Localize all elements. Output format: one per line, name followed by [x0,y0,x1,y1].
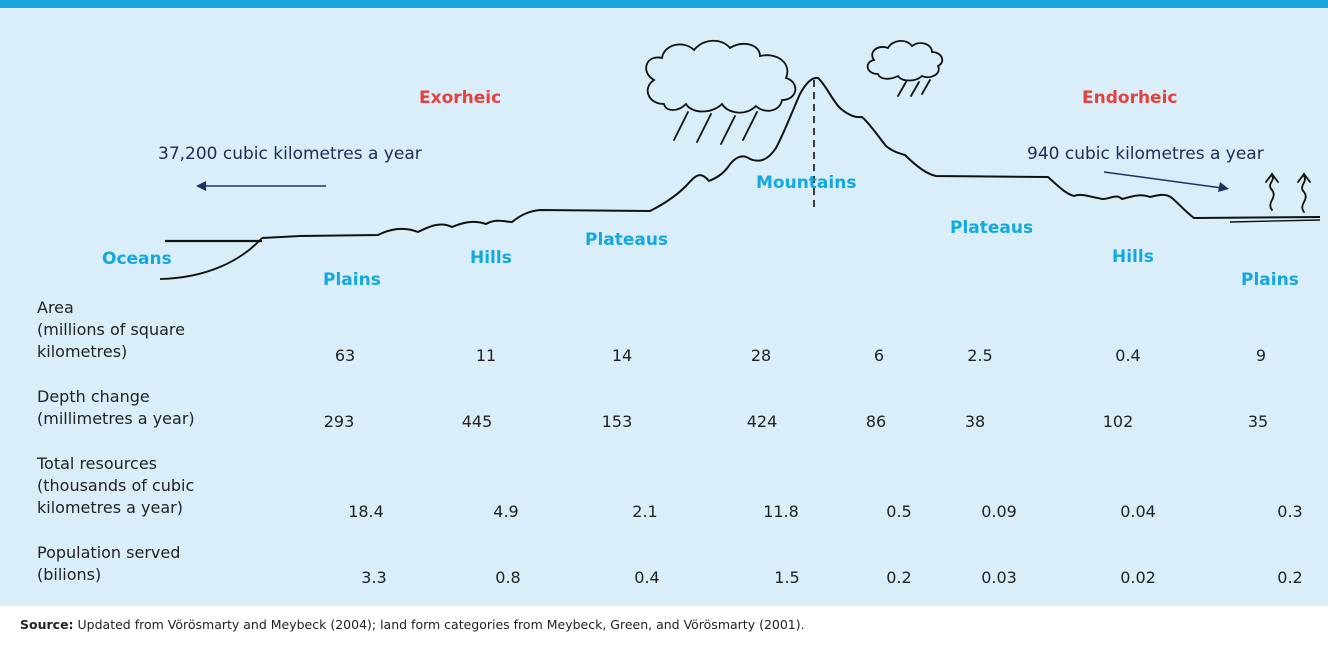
endorheic-flow-label: 940 cubic kilometres a year [1027,144,1264,164]
endorheic-arrowhead-icon [1218,182,1229,192]
table-cell: 0.09 [981,502,1017,521]
table-cell: 38 [964,412,986,431]
table-cell: 63 [334,346,356,365]
cloud-right-shape [866,40,944,82]
table-cell: 0.03 [981,568,1017,587]
source-note: Source: Updated from Vörösmarty and Meyb… [20,617,805,632]
table-cell: 14 [611,346,633,365]
cloud-left-shape [645,39,797,114]
row-label-depth-change: Depth change (millimetres a year) [37,386,195,430]
table-cell: 2.5 [967,346,993,365]
source-label: Source: [20,617,74,632]
exorheic-flow-label: 37,200 cubic kilometres a year [158,144,422,164]
table-cell: 0.4 [634,568,660,587]
ocean-shoreline-curve [159,237,263,280]
row-label-line: Population served [37,543,181,562]
landform-plains-right: Plains [1241,270,1299,290]
table-cell: 0.5 [886,502,912,521]
table-cell: 0.2 [1277,568,1303,587]
table-cell: 424 [746,412,778,431]
landform-plateaus-right: Plateaus [950,218,1034,238]
table-cell: 11.8 [763,502,799,521]
row-label-line: Total resources [37,454,157,473]
row-label-line: kilometres) [37,342,128,361]
landform-hills-right: Hills [1112,247,1154,267]
evaporation-icon [1265,172,1311,213]
exorheic-label: Exorheic [419,88,502,108]
table-cell: 445 [461,412,493,431]
row-label-line: kilometres a year) [37,498,183,517]
endorheic-label: Endorheic [1082,88,1178,108]
rain-streaks-left [673,111,758,145]
table-cell: 153 [601,412,633,431]
row-label-population-served: Population served (bilions) [37,542,180,586]
exorheic-arrowhead-icon [196,181,206,191]
table-cell: 293 [323,412,355,431]
source-text: Updated from Vörösmarty and Meybeck (200… [73,617,805,632]
table-cell: 0.8 [495,568,521,587]
row-label-line: (bilions) [37,565,102,584]
row-label-area: Area (millions of square kilometres) [37,297,185,363]
row-label-line: (thousands of cubic [37,476,195,495]
rain-streaks-right [897,79,931,97]
landform-oceans: Oceans [102,249,172,269]
row-label-line: Area [37,298,74,317]
landform-mountains: Mountains [756,173,857,193]
table-cell: 35 [1247,412,1269,431]
table-cell: 11 [475,346,497,365]
row-label-line: Depth change [37,387,150,406]
table-cell: 1.5 [774,568,800,587]
table-cell: 3.3 [361,568,387,587]
table-cell: 0.2 [886,568,912,587]
table-cell: 0.04 [1120,502,1156,521]
terrain-profile [261,76,1321,239]
table-cell: 0.4 [1115,346,1141,365]
lake-shadow-line [1229,219,1321,223]
table-cell: 9 [1255,346,1267,365]
landform-hills-left: Hills [470,248,512,268]
endorheic-flow-arrow [1103,171,1223,189]
landform-plateaus-left: Plateaus [585,230,669,250]
table-cell: 4.9 [493,502,519,521]
figure-panel [0,8,1328,606]
table-cell: 18.4 [348,502,384,521]
table-cell: 6 [873,346,885,365]
landform-plains-left: Plains [323,270,381,290]
table-cell: 2.1 [632,502,658,521]
table-cell: 102 [1102,412,1134,431]
top-accent-bar [0,0,1328,8]
table-cell: 86 [865,412,887,431]
row-label-line: (millimetres a year) [37,409,195,428]
row-label-line: (millions of square [37,320,185,339]
row-label-total-resources: Total resources (thousands of cubic kilo… [37,453,194,519]
table-cell: 0.02 [1120,568,1156,587]
table-cell: 0.3 [1277,502,1303,521]
table-cell: 28 [750,346,772,365]
